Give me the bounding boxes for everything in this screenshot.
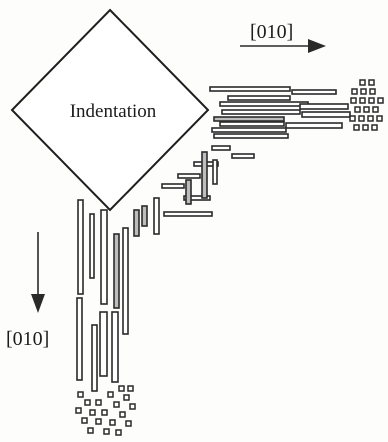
dislocation-loop — [84, 399, 91, 406]
dislocation-loop — [119, 411, 126, 418]
corner-horizontal-segment — [211, 145, 231, 151]
horizontal-slip-band — [209, 86, 291, 92]
corner-horizontal-segment — [163, 211, 213, 217]
corner-vertical-segment — [141, 205, 148, 227]
horizontal-slip-band — [291, 89, 337, 95]
dislocation-loop — [368, 79, 375, 86]
dislocation-loop — [359, 97, 366, 104]
corner-vertical-segment — [153, 197, 160, 235]
corner-horizontal-segment — [161, 183, 185, 189]
horizontal-slip-band — [213, 133, 289, 139]
dislocation-loop — [87, 427, 94, 434]
dislocation-loop — [362, 124, 369, 131]
vertical-slip-band — [122, 227, 129, 335]
vertical-slip-band — [133, 209, 140, 237]
dislocation-loop — [125, 420, 132, 427]
horizontal-slip-band — [301, 111, 351, 118]
dislocation-loop — [77, 391, 84, 398]
horizontal-dislocation-cluster — [349, 79, 384, 131]
dislocation-loop — [368, 97, 375, 104]
dislocation-loop — [359, 79, 366, 86]
corner-horizontal-segment — [231, 153, 255, 159]
dislocation-loop — [103, 428, 110, 435]
dislocation-loop — [363, 106, 370, 113]
dislocation-loop — [123, 394, 130, 401]
vertical-slip-band — [76, 297, 83, 381]
dislocation-loop — [89, 409, 96, 416]
dislocation-loop — [101, 409, 108, 416]
corner-vertical-segment — [201, 151, 208, 199]
corner-slip-segments — [141, 145, 255, 235]
vertical-slip-band — [113, 233, 120, 309]
vertical-slip-bands — [76, 199, 140, 392]
dislocation-loop — [353, 124, 360, 131]
horizontal-arrow-head — [308, 39, 326, 53]
horizontal-direction-arrow — [240, 39, 326, 53]
dislocation-loop — [115, 429, 122, 436]
horizontal-slip-band — [227, 95, 291, 101]
dislocation-loop — [369, 88, 376, 95]
dislocation-loop — [95, 418, 102, 425]
corner-horizontal-segment — [177, 173, 201, 179]
dislocation-loop — [349, 115, 356, 122]
horizontal-slip-band — [285, 122, 343, 129]
vertical-direction-arrow — [31, 232, 45, 313]
vertical-arrow-head — [31, 294, 45, 313]
dislocation-loop — [127, 385, 134, 392]
dislocation-loop — [376, 115, 383, 122]
dislocation-loop — [372, 106, 379, 113]
dislocation-loop — [109, 419, 116, 426]
horizontal-slip-band — [211, 127, 287, 133]
corner-vertical-segment — [185, 179, 192, 205]
dislocation-loop — [367, 115, 374, 122]
indentation-diamond — [10, 8, 210, 212]
dislocation-loop — [113, 401, 120, 408]
dislocation-loop — [129, 403, 136, 410]
dislocation-loop — [95, 399, 102, 406]
dislocation-loop — [118, 385, 125, 392]
vertical-slip-band — [77, 199, 84, 295]
dislocation-loop — [75, 407, 82, 414]
vertical-slip-band — [111, 311, 119, 383]
horizontal-slip-band — [299, 103, 349, 110]
horizontal-slip-band — [213, 116, 285, 122]
horizontal-slip-band — [219, 101, 309, 107]
corner-vertical-segment — [212, 159, 218, 185]
dislocation-loop — [354, 106, 361, 113]
horizontal-slip-bands — [209, 86, 351, 139]
indentation-label: Indentation — [70, 101, 157, 122]
dislocation-loop — [360, 88, 367, 95]
dislocation-loop — [81, 417, 88, 424]
dislocation-loop — [358, 115, 365, 122]
dislocation-loop — [107, 391, 114, 398]
horizontal-direction-label: [010] — [250, 21, 293, 43]
vertical-slip-band — [100, 209, 108, 305]
horizontal-slip-band — [221, 109, 301, 115]
dislocation-loop — [350, 97, 357, 104]
dislocation-loop — [351, 88, 358, 95]
vertical-slip-band — [99, 311, 108, 377]
vertical-direction-label: [010] — [6, 328, 49, 350]
vertical-dislocation-cluster — [75, 385, 136, 436]
dislocation-loop — [371, 124, 378, 131]
horizontal-slip-band — [219, 121, 285, 127]
corner-horizontal-segment — [183, 195, 211, 201]
vertical-slip-band — [89, 213, 95, 279]
vertical-slip-band — [91, 324, 98, 392]
dislocation-loop — [377, 97, 384, 104]
